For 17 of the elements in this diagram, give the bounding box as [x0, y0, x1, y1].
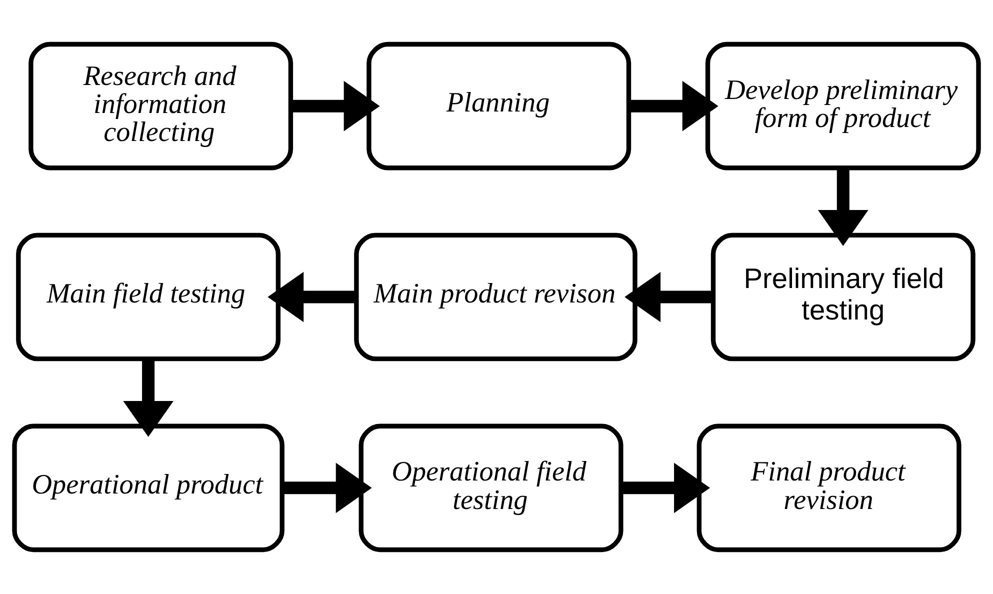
arrow — [624, 272, 713, 322]
node-box: Develop preliminary form of product — [705, 42, 981, 170]
node-box: Final product revision — [696, 424, 962, 552]
node-box: Research and information collecting — [28, 42, 294, 170]
arrow — [123, 359, 174, 437]
node-box: Planning — [366, 42, 632, 170]
arrow — [629, 80, 718, 132]
arrow — [621, 462, 710, 514]
node-box: Main product revison — [354, 232, 638, 362]
arrow — [290, 80, 380, 132]
node-box: Main field testing — [16, 232, 281, 362]
arrow — [282, 462, 372, 514]
node-box: Preliminary field testing — [710, 232, 976, 362]
arrow — [818, 168, 868, 246]
node-box: Operational product — [12, 424, 284, 552]
node-box: Operational field testing — [358, 424, 624, 552]
arrow — [268, 272, 356, 322]
